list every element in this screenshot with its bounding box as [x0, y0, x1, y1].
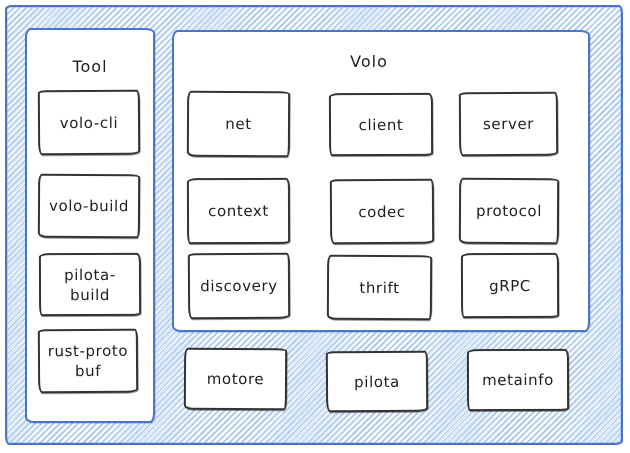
node-client: client [328, 92, 434, 157]
node-metainfo: metainfo [466, 348, 570, 412]
node-net: net [186, 90, 291, 158]
node-protocol-label: protocol [475, 201, 543, 221]
node-volo-build-label: volo-build [48, 196, 130, 216]
node-thrift: thrift [326, 254, 433, 321]
node-volo-cli: volo-cli [37, 89, 141, 156]
node-pilota-build: pilota-build [38, 252, 142, 317]
node-motore: motore [183, 347, 288, 411]
node-thrift-label: thrift [359, 278, 400, 297]
node-pilota: pilota [325, 350, 429, 413]
node-context: context [186, 177, 291, 245]
node-rust-protobuf: rust-protobuf [37, 328, 139, 394]
node-codec-label: codec [358, 202, 406, 221]
node-net-label: net [225, 114, 252, 134]
node-volo-build: volo-build [37, 173, 141, 239]
group-volo-panel: Volo net client server context codec pro… [172, 30, 590, 332]
node-codec: codec [329, 178, 435, 245]
group-tool-title: Tool [72, 57, 108, 76]
node-grpc-label: gRPC [489, 276, 531, 295]
node-pilota-label: pilota [354, 372, 400, 391]
node-context-label: context [208, 201, 269, 221]
node-motore-label: motore [206, 369, 265, 389]
node-server-label: server [482, 114, 535, 134]
group-tool-panel: Tool volo-cli volo-build pilota-build ru… [25, 28, 155, 423]
node-pilota-build-label: pilota-build [64, 265, 116, 304]
node-volo-cli-label: volo-cli [59, 113, 119, 132]
node-discovery: discovery [187, 252, 291, 320]
node-grpc: gRPC [460, 252, 560, 319]
node-client-label: client [358, 115, 404, 134]
node-protocol: protocol [458, 177, 560, 245]
group-volo-title: Volo [350, 52, 388, 71]
node-discovery-label: discovery [200, 276, 278, 296]
node-rust-protobuf-label: rust-protobuf [47, 341, 129, 381]
node-server: server [458, 91, 559, 157]
node-metainfo-label: metainfo [482, 370, 554, 390]
